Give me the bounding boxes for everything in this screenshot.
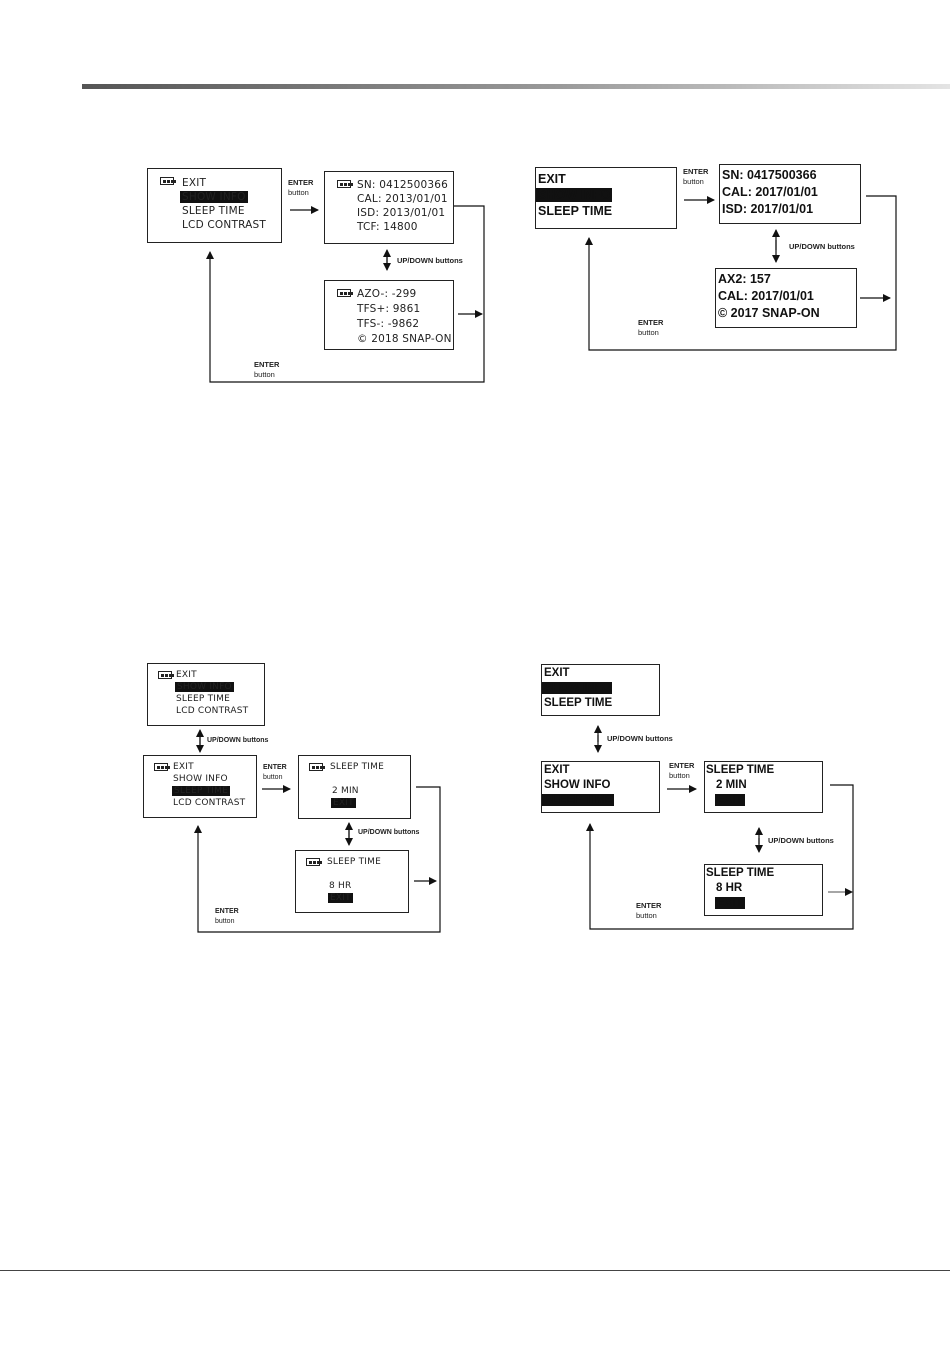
sleep-time-value: 8 HR bbox=[716, 882, 743, 894]
menu-item-sleep-time: SLEEP TIME bbox=[542, 794, 615, 806]
menu-item-show-info: SHOW INFO bbox=[175, 682, 234, 692]
menu-item-sleep-time: SLEEP TIME bbox=[182, 205, 245, 217]
azo-value: AZO-: -299 bbox=[357, 288, 417, 300]
d4-sleep-screen-1: SLEEP TIME 2 MIN EXIT bbox=[704, 761, 823, 813]
copyright: © 2018 SNAP-ON bbox=[357, 333, 452, 345]
menu-item-show-info: SHOW INFO bbox=[536, 188, 613, 202]
d3-updown-label-2: UP/DOWN buttons bbox=[358, 829, 420, 836]
battery-icon bbox=[337, 180, 353, 188]
d1-updown-label: UP/DOWN buttons bbox=[397, 256, 463, 265]
d3-updown-label: UP/DOWN buttons bbox=[207, 737, 269, 744]
battery-icon bbox=[154, 763, 170, 771]
menu-item-exit: EXIT bbox=[176, 670, 197, 680]
menu-item-sleep-time: SLEEP TIME bbox=[176, 694, 230, 704]
isd-date: ISD: 2017/01/01 bbox=[722, 202, 814, 216]
exit-option: EXIT bbox=[715, 897, 745, 909]
d3-sleep-screen-2: SLEEP TIME 8 HR EXIT bbox=[295, 850, 409, 913]
menu-item-show-info: SHOW INFO bbox=[180, 191, 248, 203]
tfs-plus-value: TFS+: 9861 bbox=[357, 303, 421, 315]
menu-item-show-info: SHOW INFO bbox=[173, 774, 228, 784]
copyright: © 2017 SNAP-ON bbox=[718, 306, 820, 320]
tfs-minus-value: TFS-: -9862 bbox=[357, 318, 420, 330]
d3-menu-screen-2: EXIT SHOW INFO SLEEP TIME LCD CONTRAST bbox=[143, 755, 257, 818]
menu-item-sleep-time: SLEEP TIME bbox=[172, 786, 230, 796]
d4-menu-screen-1: EXIT SHOW INFO SLEEP TIME bbox=[541, 664, 660, 716]
header-rule bbox=[82, 84, 950, 89]
tcf-value: TCF: 14800 bbox=[357, 221, 418, 233]
exit-option: EXIT bbox=[328, 893, 353, 903]
d1-info-screen-1: SN: 0412500366 CAL: 2013/01/01 ISD: 2013… bbox=[324, 171, 454, 244]
d1-info-screen-2: AZO-: -299 TFS+: 9861 TFS-: -9862 © 2018… bbox=[324, 280, 454, 350]
sleep-time-title: SLEEP TIME bbox=[327, 857, 381, 867]
sleep-time-value: 2 MIN bbox=[332, 786, 359, 796]
menu-item-lcd-contrast: LCD CONTRAST bbox=[182, 219, 267, 231]
d1-return-line bbox=[206, 205, 485, 383]
battery-icon bbox=[306, 858, 322, 866]
menu-item-exit: EXIT bbox=[538, 172, 566, 186]
isd-date: ISD: 2013/01/01 bbox=[357, 207, 446, 219]
exit-option: EXIT bbox=[331, 798, 356, 808]
sleep-time-value: 2 MIN bbox=[716, 779, 747, 791]
menu-item-exit: EXIT bbox=[173, 762, 194, 772]
battery-icon bbox=[160, 177, 176, 185]
d3-return-line bbox=[194, 786, 441, 933]
menu-item-exit: EXIT bbox=[544, 667, 570, 679]
d4-menu-screen-2: EXIT SHOW INFO SLEEP TIME bbox=[541, 761, 660, 813]
sleep-time-value: 8 HR bbox=[329, 881, 352, 891]
menu-item-lcd-contrast: LCD CONTRAST bbox=[176, 706, 249, 716]
d2-updown-label: UP/DOWN buttons bbox=[789, 242, 855, 251]
d2-return-line bbox=[585, 195, 897, 351]
d4-return-line bbox=[586, 784, 854, 930]
d3-sleep-screen-1: SLEEP TIME 2 MIN EXIT bbox=[298, 755, 411, 819]
cal-date: CAL: 2017/01/01 bbox=[722, 185, 818, 199]
sleep-time-title: SLEEP TIME bbox=[706, 764, 775, 776]
menu-item-exit: EXIT bbox=[544, 764, 570, 776]
serial-number: SN: 0417500366 bbox=[722, 168, 817, 182]
menu-item-show-info: SHOW INFO bbox=[544, 779, 611, 791]
menu-item-sleep-time: SLEEP TIME bbox=[544, 697, 613, 709]
footer-rule bbox=[0, 1270, 950, 1271]
menu-item-exit: EXIT bbox=[182, 177, 207, 189]
sleep-time-title: SLEEP TIME bbox=[330, 762, 384, 772]
sleep-time-title: SLEEP TIME bbox=[706, 867, 775, 879]
d1-menu-screen: EXIT SHOW INFO SLEEP TIME LCD CONTRAST bbox=[147, 168, 282, 243]
cal-date: CAL: 2017/01/01 bbox=[718, 289, 814, 303]
menu-item-show-info: SHOW INFO bbox=[542, 682, 613, 694]
d4-updown-label: UP/DOWN buttons bbox=[607, 734, 673, 743]
exit-option: EXIT bbox=[715, 794, 745, 806]
d2-info-screen-1: SN: 0417500366 CAL: 2017/01/01 ISD: 2017… bbox=[719, 164, 861, 224]
cal-date: CAL: 2013/01/01 bbox=[357, 193, 448, 205]
menu-item-sleep-time: SLEEP TIME bbox=[538, 204, 613, 218]
d4-updown-label-2: UP/DOWN buttons bbox=[768, 836, 834, 845]
battery-icon bbox=[309, 763, 325, 771]
battery-icon bbox=[158, 671, 174, 679]
menu-item-lcd-contrast: LCD CONTRAST bbox=[173, 798, 246, 808]
ax2-value: AX2: 157 bbox=[718, 272, 771, 286]
battery-icon bbox=[337, 289, 353, 297]
d4-sleep-screen-2: SLEEP TIME 8 HR EXIT bbox=[704, 864, 823, 916]
d2-info-screen-2: AX2: 157 CAL: 2017/01/01 © 2017 SNAP-ON bbox=[715, 268, 857, 328]
serial-number: SN: 0412500366 bbox=[357, 179, 448, 191]
d2-menu-screen: EXIT SHOW INFO SLEEP TIME bbox=[535, 167, 677, 229]
d3-menu-screen-1: EXIT SHOW INFO SLEEP TIME LCD CONTRAST bbox=[147, 663, 265, 726]
